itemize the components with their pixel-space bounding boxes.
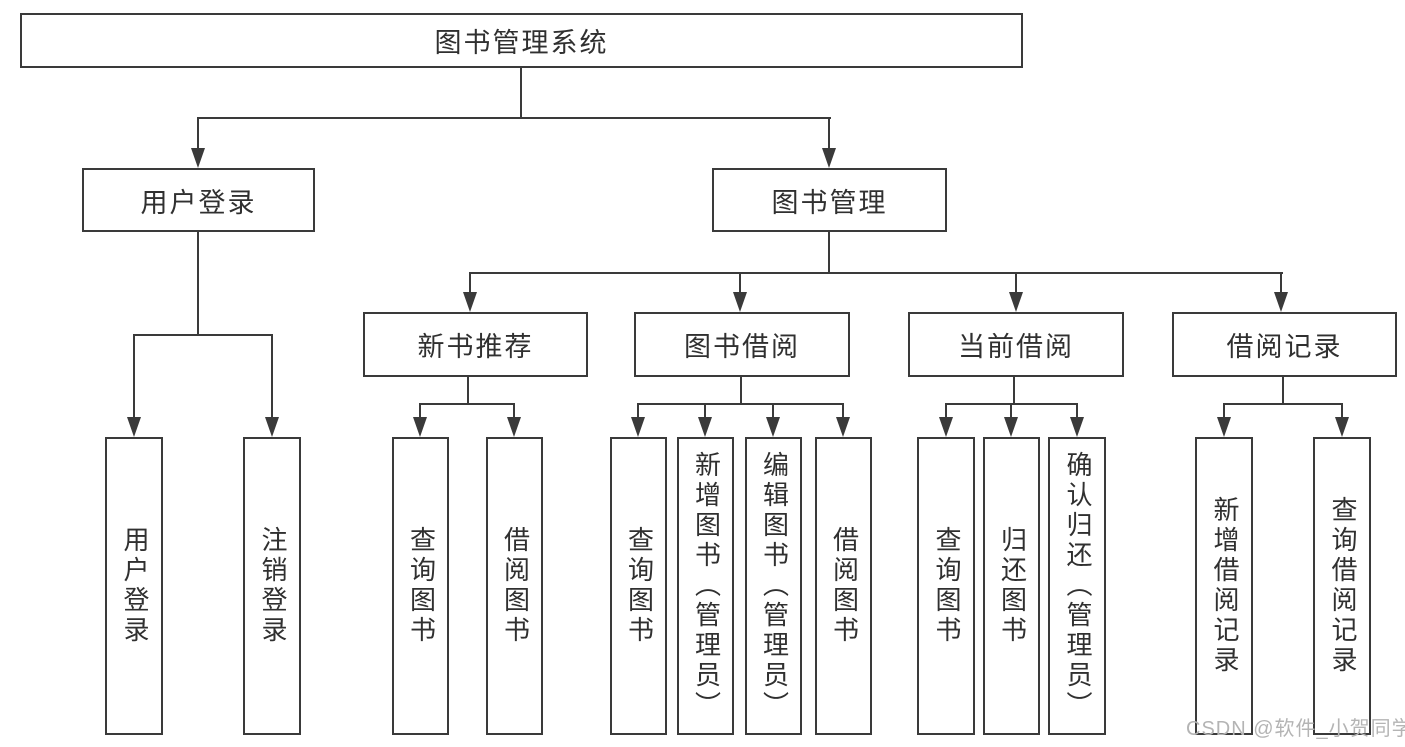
node-root: 图书管理系统 xyxy=(20,13,1023,68)
leaf-query-borrow-record-label: 查询借阅记录 xyxy=(1327,496,1358,676)
leaf-edit-book-admin: 编辑图书（管理员） xyxy=(745,437,802,735)
connector-sec1-stem xyxy=(740,376,742,405)
leaf-add-borrow-record-label: 新增借阅记录 xyxy=(1209,496,1240,676)
connector-login-split xyxy=(133,334,273,336)
leaf-recommend-query-book-label: 查询图书 xyxy=(406,526,437,646)
connector-arrow-leaf-a0-line xyxy=(133,334,135,419)
connector-arrow-d0-line xyxy=(945,403,947,419)
arrowhead-c2 xyxy=(766,417,780,437)
arrowhead-sec3 xyxy=(1274,292,1288,312)
leaf-borrow-book-label: 借阅图书 xyxy=(829,526,860,646)
arrowhead-c3 xyxy=(836,417,850,437)
node-current-borrow-label: 当前借阅 xyxy=(958,332,1074,362)
node-borrow-record: 借阅记录 xyxy=(1172,312,1397,377)
connector-sec2-stem xyxy=(1013,376,1015,405)
connector-arrow-e0-line xyxy=(1223,403,1225,419)
arrowhead-manage xyxy=(822,148,836,168)
connector-arrow-d1-line xyxy=(1010,403,1012,419)
leaf-borrow-query-book-label: 查询图书 xyxy=(624,526,655,646)
node-new-book-recommend: 新书推荐 xyxy=(363,312,588,377)
leaf-confirm-return-admin: 确认归还（管理员） xyxy=(1048,437,1106,735)
leaf-query-borrow-record: 查询借阅记录 xyxy=(1313,437,1371,735)
node-root-label: 图书管理系统 xyxy=(434,28,609,58)
connector-arrow-sec3-line xyxy=(1280,272,1282,294)
connector-arrow-manage-line xyxy=(828,117,830,150)
connector-arrow-c0-line xyxy=(637,403,639,419)
leaf-current-query-book: 查询图书 xyxy=(917,437,975,735)
leaf-user-login: 用户登录 xyxy=(105,437,163,735)
connector-arrow-d2-line xyxy=(1076,403,1078,419)
arrowhead-d0 xyxy=(939,417,953,437)
connector-arrow-sec0-line xyxy=(469,272,471,294)
connector-sec3-split xyxy=(1223,403,1343,405)
leaf-edit-book-admin-label: 编辑图书（管理员） xyxy=(759,451,790,721)
arrowhead-c0 xyxy=(631,417,645,437)
node-book-borrow-label: 图书借阅 xyxy=(684,332,800,362)
leaf-return-book: 归还图书 xyxy=(983,437,1040,735)
arrowhead-e0 xyxy=(1217,417,1231,437)
leaf-recommend-borrow-book-label: 借阅图书 xyxy=(500,526,531,646)
leaf-add-borrow-record: 新增借阅记录 xyxy=(1195,437,1253,735)
arrowhead-leaf-a1 xyxy=(265,417,279,437)
connector-arrow-sec1-line xyxy=(739,272,741,294)
leaf-return-book-label: 归还图书 xyxy=(997,526,1028,646)
node-user-login: 用户登录 xyxy=(82,168,315,232)
leaf-confirm-return-admin-label: 确认归还（管理员） xyxy=(1062,451,1093,721)
connector-arrow-b0-line xyxy=(419,403,421,419)
node-new-book-recommend-label: 新书推荐 xyxy=(417,332,534,362)
leaf-logout-label: 注销登录 xyxy=(257,526,288,646)
connector-manage-stem xyxy=(828,231,830,274)
arrowhead-sec2 xyxy=(1009,292,1023,312)
csdn-watermark: CSDN @软件_小贺同学 xyxy=(1186,718,1405,740)
connector-arrow-login-line xyxy=(197,117,199,150)
connector-login-stem xyxy=(197,231,199,336)
connector-sec1-split xyxy=(637,403,844,405)
node-borrow-record-label: 借阅记录 xyxy=(1226,332,1343,362)
connector-root-split xyxy=(197,117,831,119)
connector-manage-split xyxy=(469,272,1283,274)
connector-root-stem xyxy=(520,68,522,118)
leaf-recommend-query-book: 查询图书 xyxy=(392,437,449,735)
arrowhead-e1 xyxy=(1335,417,1349,437)
connector-sec0-split xyxy=(419,403,515,405)
connector-arrow-sec2-line xyxy=(1015,272,1017,294)
connector-sec0-stem xyxy=(467,376,469,405)
connector-sec3-stem xyxy=(1282,376,1284,405)
leaf-add-book-admin: 新增图书（管理员） xyxy=(677,437,734,735)
arrowhead-sec0 xyxy=(463,292,477,312)
node-book-borrow: 图书借阅 xyxy=(634,312,850,377)
node-user-login-label: 用户登录 xyxy=(140,187,257,218)
arrowhead-b0 xyxy=(413,417,427,437)
node-current-borrow: 当前借阅 xyxy=(908,312,1124,377)
connector-arrow-b1-line xyxy=(513,403,515,419)
arrowhead-d2 xyxy=(1070,417,1084,437)
leaf-add-book-admin-label: 新增图书（管理员） xyxy=(691,451,722,721)
connector-arrow-c3-line xyxy=(842,403,844,419)
connector-arrow-c2-line xyxy=(772,403,774,419)
connector-arrow-e1-line xyxy=(1341,403,1343,419)
connector-arrow-c1-line xyxy=(704,403,706,419)
arrowhead-sec1 xyxy=(733,292,747,312)
node-book-manage-label: 图书管理 xyxy=(771,187,888,218)
leaf-logout: 注销登录 xyxy=(243,437,301,735)
arrowhead-b1 xyxy=(507,417,521,437)
leaf-borrow-query-book: 查询图书 xyxy=(610,437,667,735)
arrowhead-leaf-a0 xyxy=(127,417,141,437)
leaf-current-query-book-label: 查询图书 xyxy=(931,526,962,646)
connector-arrow-leaf-a1-line xyxy=(271,334,273,419)
leaf-recommend-borrow-book: 借阅图书 xyxy=(486,437,543,735)
node-book-manage: 图书管理 xyxy=(712,168,947,232)
arrowhead-c1 xyxy=(698,417,712,437)
arrowhead-d1 xyxy=(1004,417,1018,437)
arrowhead-login xyxy=(191,148,205,168)
leaf-borrow-book: 借阅图书 xyxy=(815,437,872,735)
leaf-user-login-label: 用户登录 xyxy=(119,526,150,646)
